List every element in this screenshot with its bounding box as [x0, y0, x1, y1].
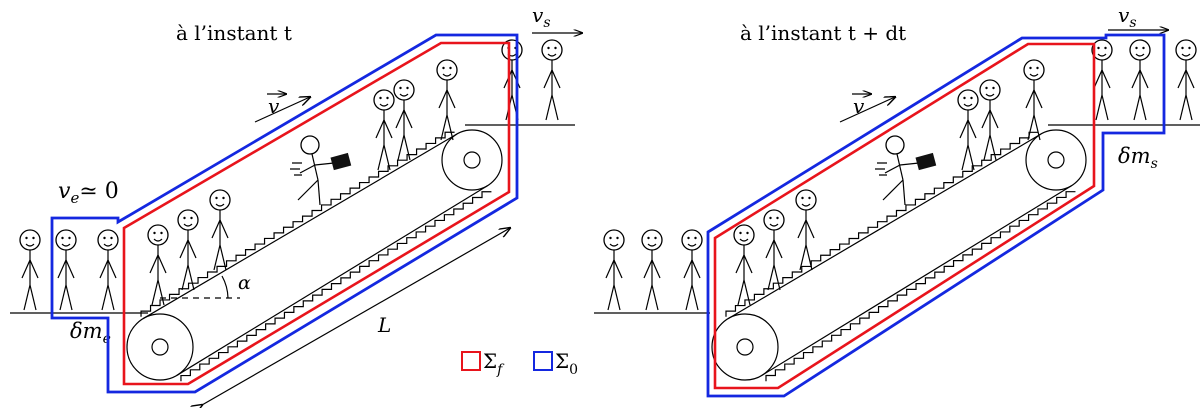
length-label: L [377, 313, 391, 337]
person [393, 79, 415, 161]
velocity-arrow [254, 97, 310, 123]
waiting-people [19, 229, 119, 311]
sigma-0-contour [50, 33, 519, 394]
lower-steps [180, 191, 492, 382]
person [1129, 39, 1151, 121]
velocity-label: v [853, 94, 865, 118]
waiting-people [603, 229, 703, 311]
person [147, 224, 169, 306]
left-panel-title: à l’instant t [176, 21, 292, 45]
exit-mass-label: δms [1118, 144, 1158, 172]
length-arrow [202, 228, 510, 405]
person [541, 39, 563, 121]
legend-label-sigma-f: Σf [483, 349, 505, 378]
bottom-roller-hub [736, 338, 754, 356]
legend-item-sigma-f: Σf [461, 349, 505, 378]
legend-label-sigma-0: Σ0 [555, 349, 578, 378]
legend-item-sigma-0: Σ0 [533, 349, 578, 378]
escalator [126, 129, 503, 382]
right-panel-title: à l’instant t + dt [740, 21, 906, 45]
person [603, 229, 625, 311]
top-roller-hub [463, 151, 481, 169]
upper-steps [140, 131, 455, 317]
belt-lower [761, 185, 1072, 376]
upper-steps [725, 131, 1039, 317]
person [979, 79, 1001, 161]
person [763, 209, 785, 291]
person [55, 229, 77, 311]
sigma-0-contour [706, 33, 1166, 398]
angle-arc [221, 275, 229, 299]
person [641, 229, 663, 311]
blue-swatch [533, 351, 553, 371]
person [501, 39, 523, 121]
velocity-label: v [268, 94, 280, 118]
top-roller [441, 129, 503, 191]
person [957, 89, 979, 171]
briefcase-icon [915, 152, 937, 171]
person [373, 89, 395, 171]
briefcase-icon [330, 152, 352, 171]
person [1023, 59, 1045, 141]
bottom-roller [126, 313, 194, 381]
entry-mass-label: δme [70, 319, 111, 347]
sigma-f-contour [713, 42, 1096, 390]
person [681, 229, 703, 311]
right-panel: à l’instant t + dt v vs δms [594, 3, 1200, 398]
running-man [875, 135, 937, 206]
angle-label: α [238, 272, 251, 294]
exit-speed-label: vs [1118, 3, 1137, 31]
lower-steps [765, 191, 1076, 382]
belt-lower [176, 185, 488, 376]
escalator [711, 129, 1087, 382]
left-panel: à l’instant t α L v vs ve≃ 0 δme [10, 3, 582, 405]
running-man [290, 135, 352, 206]
person [795, 189, 817, 271]
velocity-arrow [839, 97, 895, 123]
sigma-f-contour [122, 41, 511, 386]
legend: Σf Σ0 [461, 349, 578, 378]
entry-speed-label: ve≃ 0 [58, 179, 119, 207]
person [209, 189, 231, 271]
top-roller [1025, 129, 1087, 191]
bottom-roller [711, 313, 779, 381]
red-swatch [461, 351, 481, 371]
top-roller-hub [1047, 151, 1065, 169]
person [19, 229, 41, 311]
person [177, 209, 199, 291]
bottom-roller-hub [151, 338, 169, 356]
person [1175, 39, 1197, 121]
person [436, 59, 458, 141]
exit-speed-label: vs [532, 3, 551, 31]
person [97, 229, 119, 311]
person [733, 224, 755, 306]
